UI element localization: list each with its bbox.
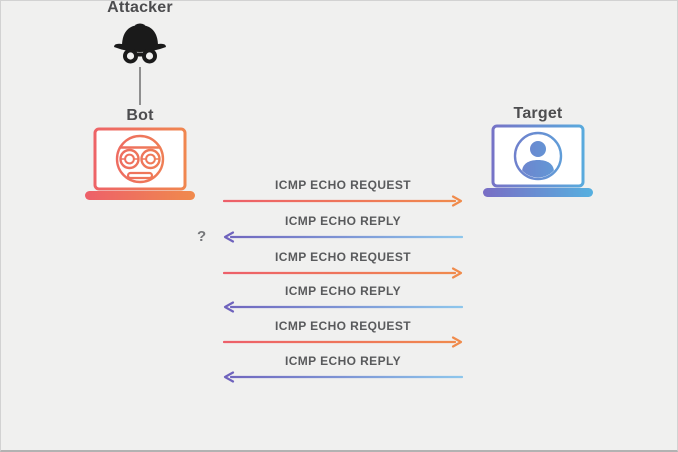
- message-row: ICMP ECHO REQUEST: [223, 250, 463, 279]
- question-mark: ?: [197, 228, 207, 245]
- reply-arrow-icon: [223, 231, 463, 243]
- message-row: ICMP ECHO REQUEST: [223, 178, 463, 207]
- request-arrow-icon: [223, 267, 463, 279]
- message-row: ICMP ECHO REPLY: [223, 354, 463, 383]
- robot-laptop-icon: [85, 127, 195, 200]
- message-row: ICMP ECHO REPLY: [223, 284, 463, 313]
- message-label: ICMP ECHO REQUEST: [275, 178, 411, 192]
- message-row: ICMP ECHO REQUEST: [223, 319, 463, 348]
- reply-arrow-icon: [223, 301, 463, 313]
- attacker-bot-connector: [139, 67, 141, 105]
- request-arrow-icon: [223, 336, 463, 348]
- message-row: ICMP ECHO REPLY: [223, 214, 463, 243]
- message-label: ICMP ECHO REQUEST: [275, 319, 411, 333]
- target-label: Target: [513, 105, 563, 122]
- message-label: ICMP ECHO REPLY: [284, 214, 402, 228]
- message-label: ICMP ECHO REPLY: [284, 354, 402, 368]
- bot-label: Bot: [126, 107, 154, 124]
- reply-arrow-icon: [223, 371, 463, 383]
- request-arrow-icon: [223, 195, 463, 207]
- message-label: ICMP ECHO REQUEST: [275, 250, 411, 264]
- attacker-label: Attacker: [107, 0, 173, 16]
- spy-icon: [114, 23, 166, 64]
- message-label: ICMP ECHO REPLY: [284, 284, 402, 298]
- user-laptop-icon: [483, 124, 593, 197]
